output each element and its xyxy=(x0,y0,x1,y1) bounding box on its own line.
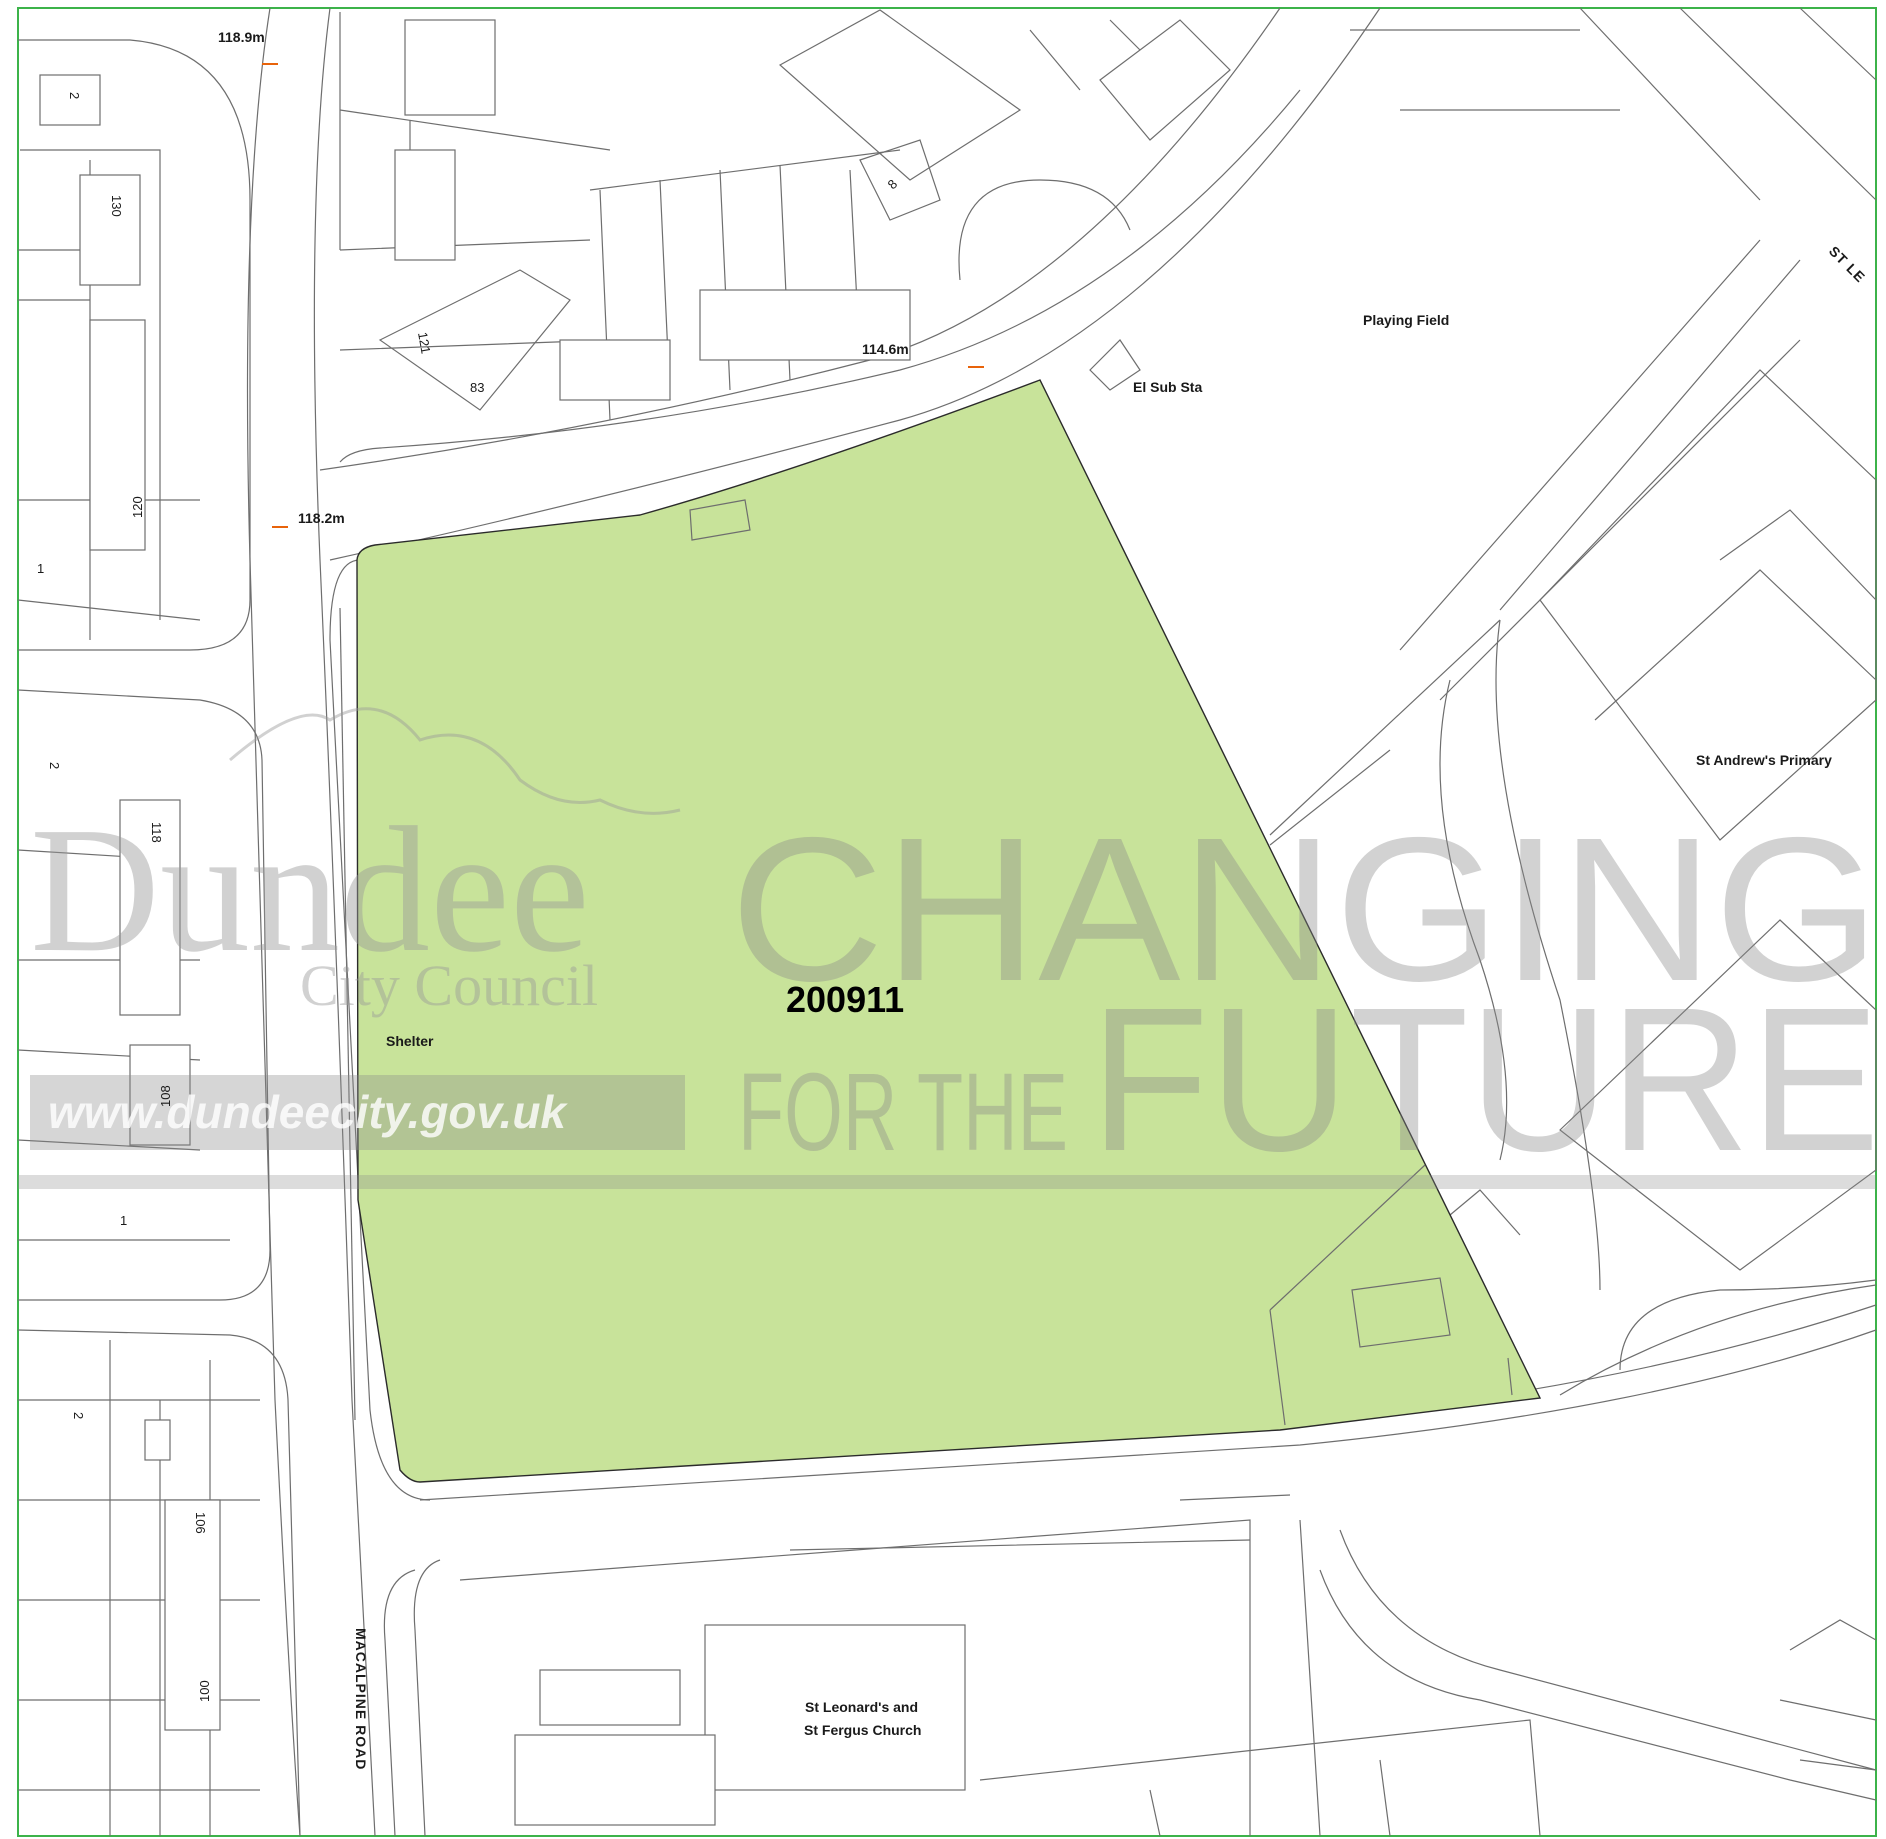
site-feature xyxy=(1269,749,1391,846)
label-macalpine-road: MACALPINE ROAD xyxy=(353,1628,369,1770)
plot-line xyxy=(17,689,271,1301)
road-edge xyxy=(329,7,1381,561)
spot-height-label: 114.6m xyxy=(862,341,909,357)
house-number: 120 xyxy=(130,496,145,518)
building xyxy=(699,289,911,361)
plot-line xyxy=(979,1719,1541,1837)
house-number: 121 xyxy=(415,331,434,355)
watermark-for-the: FOR THE xyxy=(738,1051,1068,1174)
label-el-sub-sta: El Sub Sta xyxy=(1133,379,1202,395)
building xyxy=(394,149,456,261)
watermark-dundee: Dundee xyxy=(30,790,590,989)
spot-height-label: 118.2m xyxy=(298,510,345,526)
plot-line xyxy=(589,149,901,421)
building xyxy=(704,1624,966,1791)
house-number: 106 xyxy=(193,1512,208,1534)
road-edge xyxy=(1559,1284,1877,1396)
road-edge xyxy=(419,1329,1877,1501)
label-st-andrews-primary: St Andrew's Primary xyxy=(1696,752,1832,768)
watermark-url: www.dundeecity.gov.uk xyxy=(48,1086,568,1138)
road-edge xyxy=(383,1569,416,1837)
building xyxy=(559,339,671,401)
house-number: 130 xyxy=(109,195,124,217)
building xyxy=(79,174,141,286)
house-number: 2 xyxy=(67,92,82,99)
building xyxy=(129,1044,191,1146)
house-number: 83 xyxy=(470,380,484,395)
house-number: 2 xyxy=(71,1412,86,1419)
plot-line xyxy=(18,39,251,651)
house-number: 118 xyxy=(149,822,164,843)
building xyxy=(404,19,496,116)
building xyxy=(89,319,146,551)
plot-line xyxy=(1319,1529,1877,1801)
plot-line xyxy=(1269,239,1801,836)
spot-height-label: 118.9m xyxy=(218,29,265,45)
plot-line xyxy=(789,1494,1291,1551)
watermark-city-council: City Council xyxy=(300,953,598,1018)
label-st-le: ST LE xyxy=(1826,243,1869,286)
dundee-watermark: Dundee City Council www.dundeecity.gov.u… xyxy=(18,707,1880,1194)
house-number: 1 xyxy=(120,1213,127,1228)
site-feature xyxy=(1269,1164,1513,1426)
plot-line xyxy=(339,12,611,351)
road-edge xyxy=(413,1559,441,1837)
label-playing-field: Playing Field xyxy=(1363,312,1449,328)
site-feature xyxy=(1351,1277,1451,1348)
plot-line xyxy=(1539,369,1877,841)
plot-line xyxy=(1619,1279,1877,1371)
label-shelter: Shelter xyxy=(386,1033,434,1049)
building xyxy=(144,1419,171,1461)
base-map xyxy=(17,7,1877,1837)
site-id-label: 200911 xyxy=(786,979,904,1020)
plot-line xyxy=(1579,7,1877,201)
plot-line xyxy=(1559,919,1877,1271)
road-edge xyxy=(339,89,1301,463)
plot-line xyxy=(1439,619,1601,1291)
plot-line xyxy=(778,9,1022,221)
building xyxy=(539,1669,681,1726)
plot-line xyxy=(17,1329,301,1837)
house-number: 8 xyxy=(885,176,901,192)
watermark-skyline xyxy=(229,707,681,815)
plot-line xyxy=(1594,509,1877,721)
building xyxy=(514,1734,716,1826)
house-number: 100 xyxy=(197,1680,212,1702)
map-frame xyxy=(17,7,1877,1837)
building xyxy=(119,799,181,1016)
label-church-line1: St Leonard's and xyxy=(805,1699,918,1715)
watermark-bar xyxy=(18,1175,1876,1189)
plot-line xyxy=(378,269,571,411)
watermark-changing: CHANGING xyxy=(730,795,1880,1024)
site-boundary xyxy=(356,379,1542,1483)
house-number: 108 xyxy=(158,1085,173,1107)
house-number: 2 xyxy=(47,762,62,769)
house-number: 1 xyxy=(37,561,44,576)
plot-line xyxy=(459,1519,1321,1837)
building xyxy=(164,1499,221,1731)
road-edge xyxy=(313,7,376,1837)
plot-line xyxy=(1779,1619,1877,1771)
plot-line xyxy=(1089,339,1141,391)
building xyxy=(39,74,101,126)
plot-line xyxy=(958,179,1131,281)
plot-line xyxy=(1029,19,1231,141)
plot-line xyxy=(339,607,356,1421)
site-feature xyxy=(689,499,751,541)
plot-line xyxy=(18,1399,260,1791)
road-edge xyxy=(329,559,431,1501)
watermark-url-band xyxy=(30,1075,685,1150)
label-church-line2: St Fergus Church xyxy=(804,1722,921,1738)
plot-line xyxy=(1350,29,1620,111)
watermark-future: FUTURE xyxy=(1090,965,1880,1194)
